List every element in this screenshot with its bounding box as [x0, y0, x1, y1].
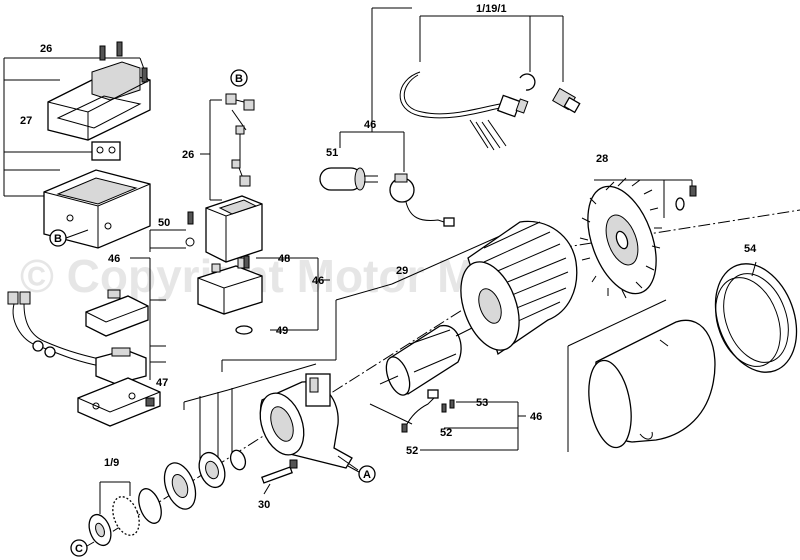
- label-54: 54: [744, 243, 757, 255]
- switch-base-plate: [77, 377, 161, 427]
- bearing-stack: [88, 449, 247, 547]
- label-50: 50: [158, 217, 170, 229]
- switch-cover: [85, 289, 149, 337]
- fan-clip: [675, 185, 697, 211]
- terminal-box-cover: [47, 61, 151, 141]
- earth-lead: [401, 389, 455, 433]
- stator: [460, 220, 578, 356]
- leader-1-9: [99, 481, 131, 514]
- leader-1-19-1: [371, 7, 564, 118]
- fixing-bolt: [261, 459, 298, 495]
- retaining-clip: [519, 73, 536, 91]
- capacitor-bracket: [197, 257, 263, 315]
- label-52-lower: 52: [406, 445, 418, 457]
- capacitor: [319, 167, 378, 191]
- connector-callout-b-top: [230, 69, 248, 87]
- connector-callout-a: [347, 465, 376, 483]
- wiring-harness: [225, 93, 255, 187]
- label-46-left: 46: [108, 253, 120, 265]
- thermal-protector: [389, 173, 455, 227]
- cable-gland: [552, 87, 581, 114]
- label-53: 53: [476, 397, 488, 409]
- cover-screws: [99, 41, 148, 83]
- leader-housing: [567, 299, 667, 452]
- motor-housing-shell: [588, 319, 716, 449]
- leader-46-top: [339, 118, 405, 172]
- connector-callout-b-left: [49, 229, 89, 247]
- label-51: 51: [326, 147, 338, 159]
- label-b-top: B: [235, 73, 243, 85]
- label-46-earth: 46: [530, 411, 542, 423]
- label-26-harness: 26: [182, 149, 194, 161]
- fan-cover-ring: [714, 261, 798, 373]
- leader-29: [221, 235, 501, 372]
- label-46-top: 46: [364, 119, 376, 131]
- leader-26-harness: [200, 99, 222, 201]
- label-28: 28: [596, 153, 608, 165]
- leader-50-46: [130, 229, 186, 380]
- label-48: 48: [278, 253, 290, 265]
- label-1-19-1: 1/19/1: [476, 3, 507, 15]
- label-b-left: B: [54, 233, 62, 245]
- cover-gasket: [56, 95, 142, 129]
- label-26-top: 26: [40, 43, 52, 55]
- cable-plug-connector: [496, 94, 529, 118]
- cooling-fan: [579, 177, 662, 299]
- leader-48-46-49: [235, 255, 330, 335]
- rotor: [379, 325, 473, 396]
- leader-53-46-52: [369, 401, 526, 451]
- connector-callout-c: [70, 539, 95, 557]
- label-c: C: [75, 543, 83, 555]
- label-a: A: [363, 469, 371, 481]
- label-47: 47: [156, 377, 168, 389]
- label-29: 29: [396, 265, 408, 277]
- terminal-box-base: [43, 169, 151, 249]
- switch-housing: [205, 195, 263, 263]
- label-30: 30: [258, 499, 270, 511]
- label-52-upper: 52: [440, 427, 452, 439]
- label-1-9: 1/9: [104, 457, 119, 469]
- label-27: 27: [20, 115, 32, 127]
- switch-leads: [7, 291, 105, 367]
- power-cable: [399, 71, 507, 151]
- label-46-right: 46: [312, 275, 324, 287]
- switch-screw: [185, 211, 195, 247]
- switch-body: [95, 347, 147, 385]
- terminal-block: [91, 141, 121, 161]
- label-49: 49: [276, 325, 288, 337]
- front-end-shield: [259, 373, 359, 471]
- leader-shield: [183, 363, 317, 470]
